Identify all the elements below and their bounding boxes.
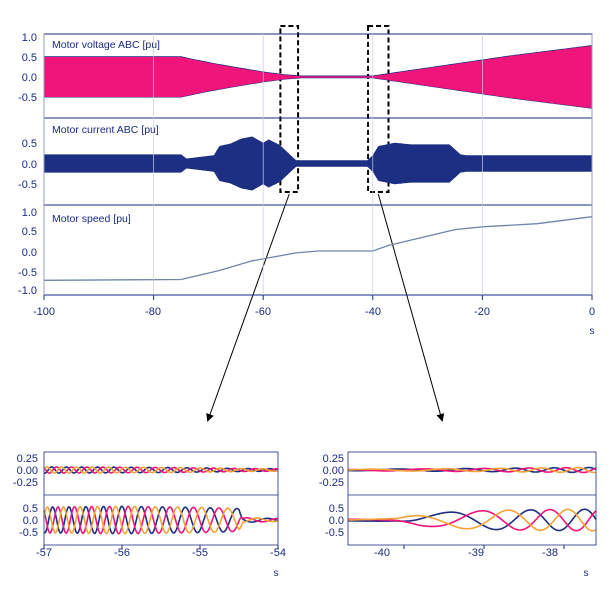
- zoom-right-phase-line: [348, 508, 597, 532]
- zoom-right-phase-line: [347, 508, 597, 532]
- zoom-right-phase-line: [348, 466, 597, 474]
- y-tick-label: 0.5: [22, 138, 37, 150]
- y-tick-label: 1.0: [22, 32, 37, 44]
- x-tick-label: -56: [114, 547, 130, 559]
- y-tick-label: 0.0: [23, 515, 38, 527]
- y-tick-label: 0.25: [323, 453, 344, 465]
- y-tick-label: 0.5: [22, 226, 37, 238]
- x-tick-label: -20: [474, 306, 490, 318]
- x-tick-label: -60: [255, 306, 271, 318]
- voltage-envelope-area: [44, 45, 592, 109]
- zoom-left-phase-line: [43, 505, 278, 535]
- y-tick-label: 0.00: [323, 465, 344, 477]
- y-tick-label: -1.0: [18, 285, 37, 297]
- x-tick-label: -40: [374, 547, 390, 559]
- x-tick-label: 0: [589, 306, 595, 318]
- x-tick-label: -39: [468, 547, 484, 559]
- y-tick-label: 0.5: [22, 52, 37, 64]
- y-tick-label: -0.5: [18, 179, 37, 191]
- x-unit-label: s: [584, 568, 589, 579]
- zoom-right-plot-frame: [347, 451, 597, 546]
- y-tick-label: 0.0: [22, 159, 37, 171]
- zoom-arrow: [206, 193, 290, 422]
- zoom-left-phase-line: [43, 505, 279, 535]
- x-unit-label: s: [590, 326, 595, 337]
- current-panel-title: Motor current ABC [pu]: [52, 124, 159, 136]
- y-tick-label: 0.0: [22, 72, 37, 84]
- x-unit-label: s: [274, 568, 279, 579]
- y-tick-label: 1.0: [22, 207, 37, 219]
- y-tick-label: -0.5: [18, 267, 37, 279]
- y-tick-label: 0.5: [329, 503, 344, 515]
- speed-series-line: [43, 216, 593, 281]
- x-tick-label: -54: [270, 547, 286, 559]
- y-tick-label: 0.00: [17, 465, 38, 477]
- y-tick-label: -0.5: [19, 527, 38, 539]
- y-tick-label: -0.25: [13, 477, 38, 489]
- zoom-window-box: [279, 25, 300, 193]
- speed-panel-title: Motor speed [pu]: [52, 213, 131, 225]
- zoom-left-phase-line: [43, 466, 278, 474]
- zoom-right-phase-line: [348, 508, 597, 532]
- x-tick-label: -100: [33, 306, 55, 318]
- y-tick-label: 0.25: [17, 453, 38, 465]
- x-tick-label: -40: [365, 306, 381, 318]
- y-tick-label: -0.25: [319, 477, 344, 489]
- x-tick-label: -80: [145, 306, 161, 318]
- zoom-left-phase-line: [43, 465, 279, 474]
- x-tick-label: -38: [542, 547, 558, 559]
- x-tick-label: -57: [36, 547, 52, 559]
- y-tick-label: 0.0: [329, 515, 344, 527]
- voltage-panel-title: Motor voltage ABC [pu]: [52, 39, 160, 51]
- current-envelope-area: [44, 136, 592, 191]
- y-tick-label: 0.0: [22, 247, 37, 259]
- y-tick-label: -0.5: [18, 92, 37, 104]
- zoom-left-plot-frame: [43, 451, 279, 546]
- y-tick-label: 0.5: [23, 503, 38, 515]
- x-tick-label: -55: [192, 547, 208, 559]
- y-tick-label: -0.5: [325, 527, 344, 539]
- zoom-arrow: [377, 193, 445, 422]
- zoom-window-box: [367, 25, 390, 193]
